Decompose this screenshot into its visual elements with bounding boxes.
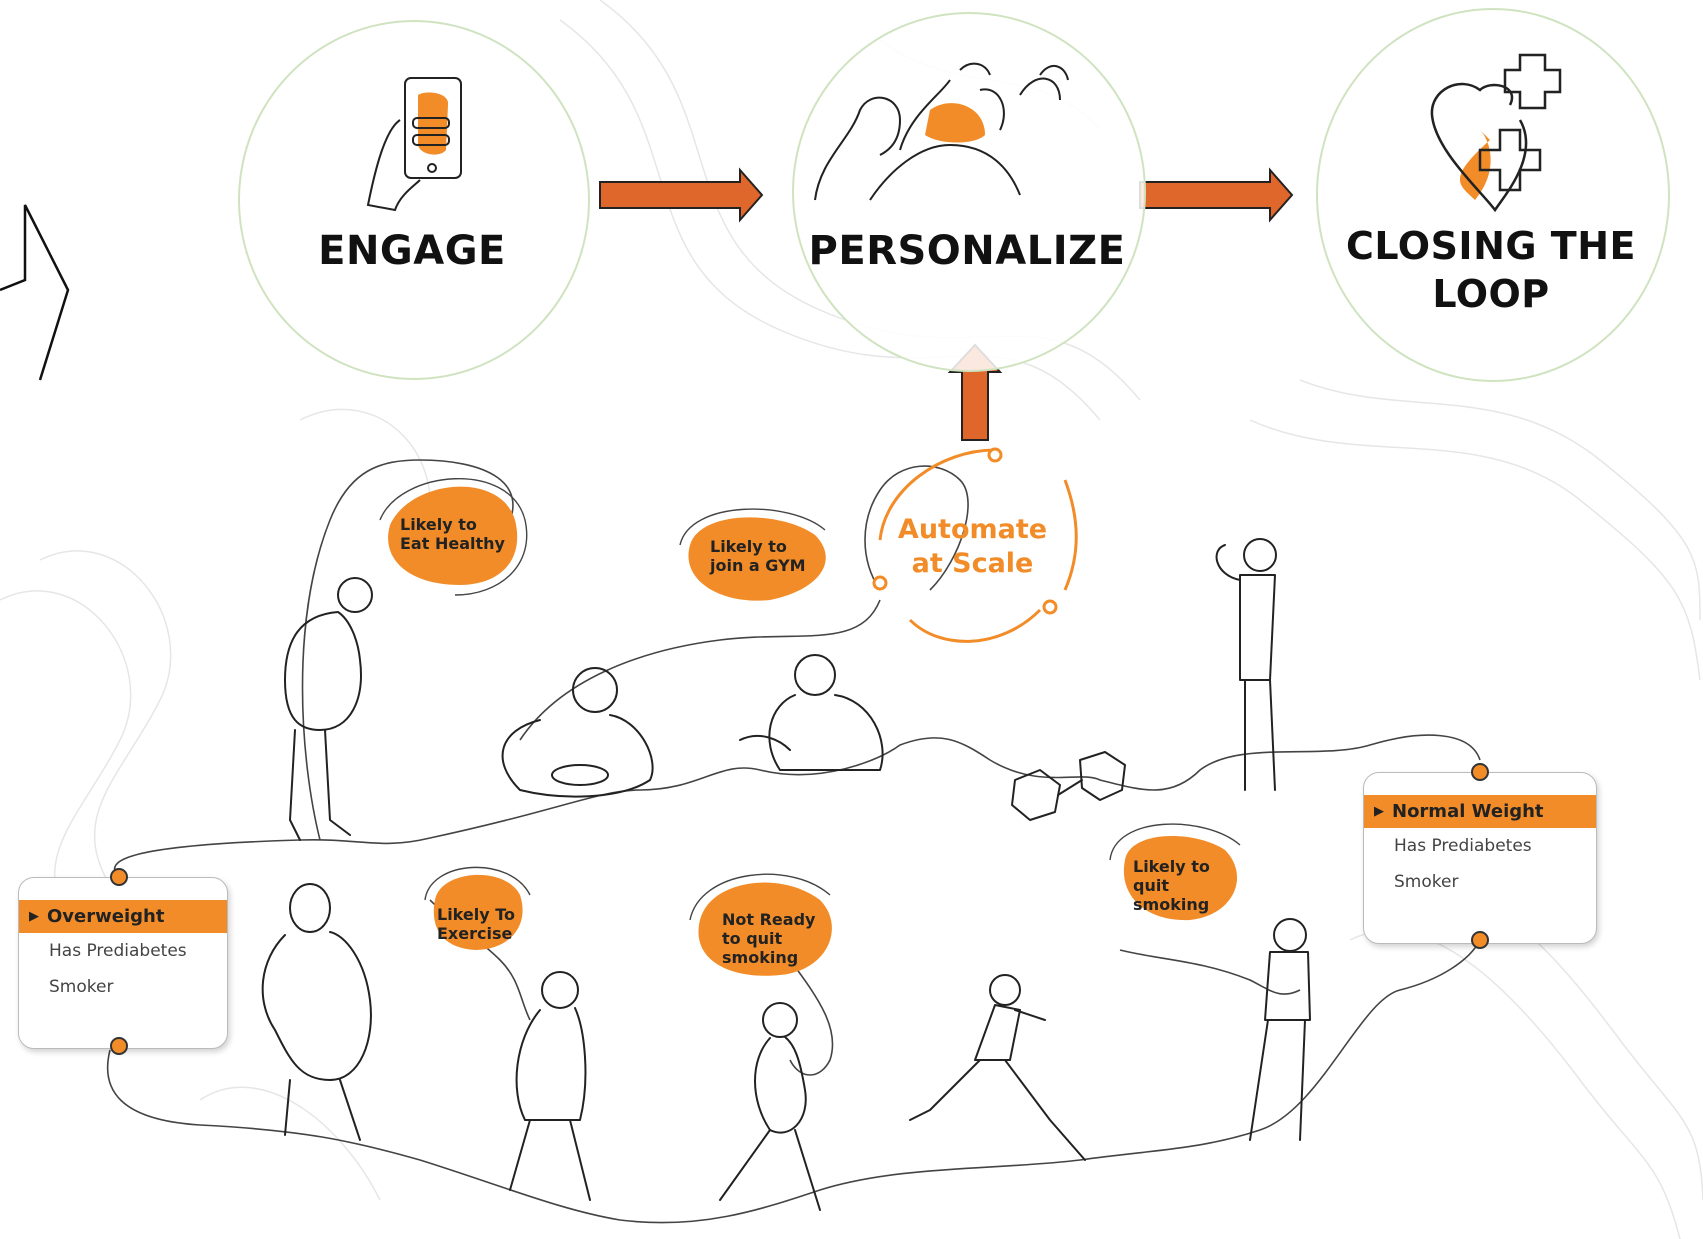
engage-label: ENGAGE: [318, 228, 506, 274]
automate-at-scale-label: Automate at Scale: [880, 513, 1065, 581]
bubble-line: smoking: [722, 948, 799, 967]
bubble-line: quit: [1133, 876, 1169, 895]
automate-line-1: Automate: [897, 514, 1048, 545]
card-item: Smoker: [1394, 872, 1459, 892]
bubble-line: smoking: [1133, 895, 1210, 914]
stage-icons-layer: [366, 53, 1562, 213]
walking-woman-figure: [509, 971, 591, 1201]
bubble-quit-smoking: Likely to quit smoking: [1133, 857, 1210, 914]
card-header-label: Normal Weight: [1392, 801, 1544, 822]
personalize-label: PERSONALIZE: [808, 228, 1126, 274]
overweight-man-figure: [284, 577, 373, 841]
connector-dot: [1471, 931, 1489, 949]
flexing-man-figure: [1215, 538, 1277, 791]
running-woman-figure: [909, 974, 1086, 1161]
standing-woman-figure: [1249, 918, 1311, 1141]
personalize-circle: [792, 12, 1146, 372]
bubble-join-gym: Likely to join a GYM: [710, 537, 806, 575]
connector-dot: [1471, 763, 1489, 781]
eating-man-figure: [501, 667, 654, 798]
bubble-not-ready: Not Ready to quit smoking: [722, 910, 815, 967]
card-header: ▶ Overweight: [19, 900, 227, 933]
eat-healthy-blob: [388, 486, 518, 585]
normal-weight-card: ▶ Normal Weight Has Prediabetes Smoker: [1363, 772, 1597, 944]
bubble-line: join a GYM: [710, 556, 806, 575]
card-item: Smoker: [49, 977, 114, 997]
closing-loop-line-2: LOOP: [1432, 272, 1550, 316]
overweight-card: ▶ Overweight Has Prediabetes Smoker: [18, 877, 228, 1049]
arrow-right-1-icon: [599, 167, 764, 223]
card-item: Has Prediabetes: [49, 941, 187, 961]
triangle-right-icon: ▶: [1374, 804, 1384, 819]
not-ready-blob: [698, 882, 832, 976]
triangle-right-icon: ▶: [29, 909, 39, 924]
quit-smoking-blob: [1123, 836, 1238, 921]
bubble-line: to quit: [722, 929, 783, 948]
journey-path: [106, 459, 1481, 1224]
squiggle-arrow-icon: [0, 204, 70, 381]
bubble-line: Likely to: [400, 515, 477, 534]
connector-dot: [110, 868, 128, 886]
bubble-exercise: Likely To Exercise: [437, 905, 515, 943]
card-header: ▶ Normal Weight: [1364, 795, 1596, 828]
speech-blobs: [388, 486, 1238, 976]
closing-loop-circle: [1316, 8, 1670, 382]
bubble-eat-healthy: Likely to Eat Healthy: [400, 515, 505, 553]
connector-dot: [110, 1037, 128, 1055]
cycle-arrows-icon: [872, 447, 1078, 643]
arrow-right-2-icon: [1139, 167, 1294, 223]
bubble-line: Likely to: [1133, 857, 1210, 876]
exercise-blob: [433, 874, 523, 950]
overweight-woman-figure: [261, 883, 372, 1141]
bubble-line: Likely to: [710, 537, 787, 556]
card-item: Has Prediabetes: [1394, 836, 1532, 856]
salad-man-figure: [739, 654, 884, 771]
bubble-line: Likely To: [437, 905, 516, 924]
bubble-line: Eat Healthy: [400, 534, 505, 553]
bubble-line: Not Ready: [722, 910, 816, 929]
bubble-line: Exercise: [437, 924, 513, 943]
dumbbell-icon: [1011, 751, 1126, 821]
closing-loop-line-1: CLOSING THE: [1346, 224, 1636, 268]
speech-outlines: [379, 478, 1241, 921]
card-header-label: Overweight: [47, 906, 165, 927]
closing-loop-label: CLOSING THE LOOP: [1316, 222, 1666, 318]
automate-line-2: at Scale: [911, 548, 1034, 579]
join-gym-blob: [688, 517, 826, 601]
jogging-woman-figure: [719, 1002, 821, 1211]
